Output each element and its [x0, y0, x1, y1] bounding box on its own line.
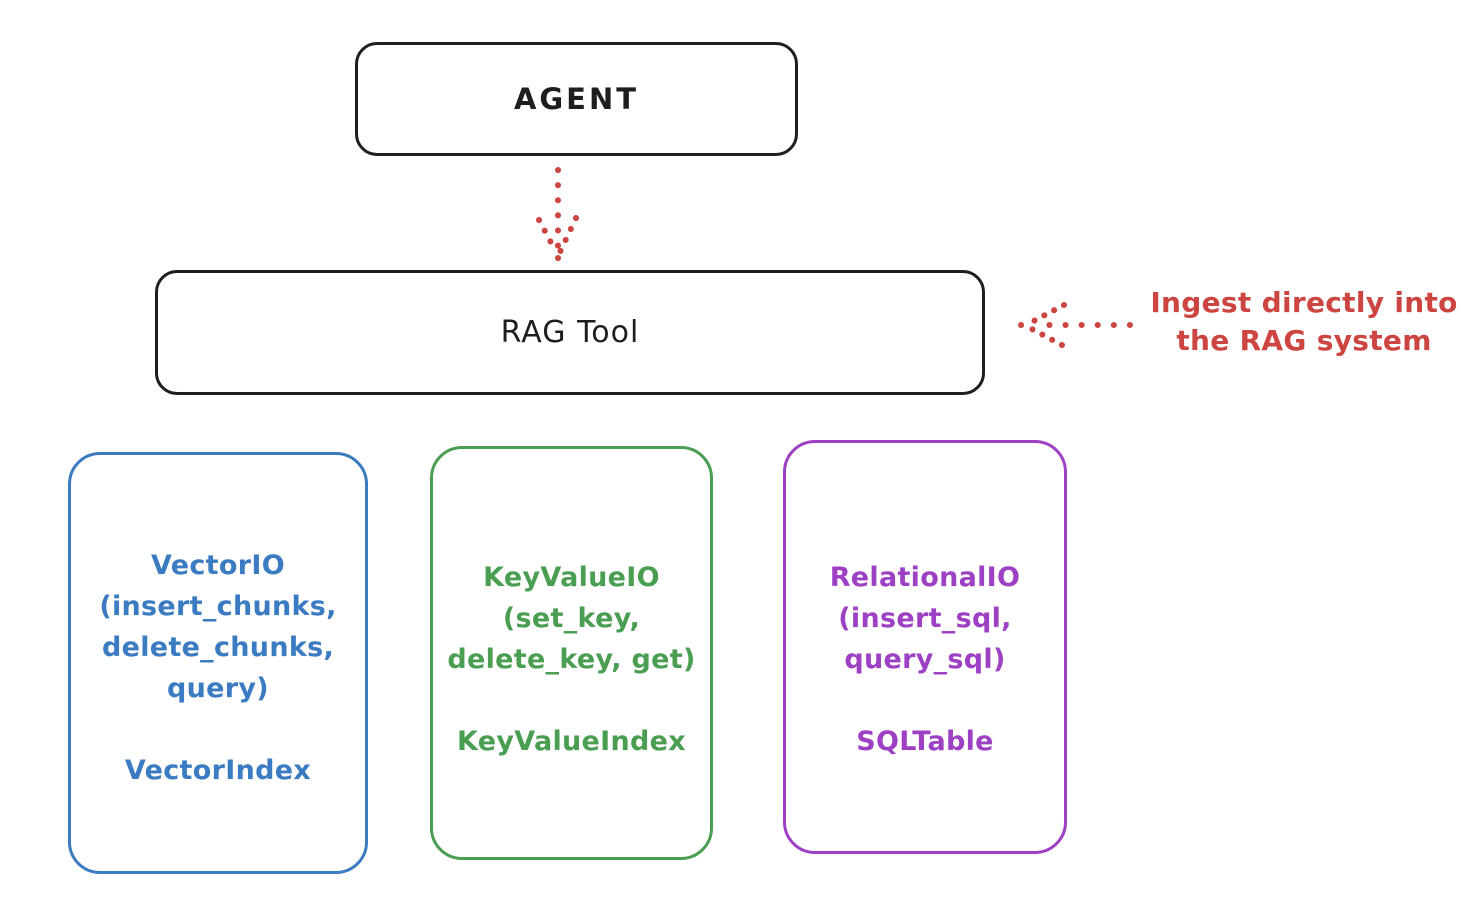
vector-io-signature: VectorIO (insert_chunks, delete_chunks, … — [99, 550, 337, 704]
card-keyvalue-io: KeyValueIO (set_key, delete_key, get) Ke… — [430, 446, 713, 860]
agent-node: AGENT — [355, 42, 798, 156]
agent-to-rag-tool-arrow — [536, 167, 579, 262]
keyvalue-io-signature: KeyValueIO (set_key, delete_key, get) — [447, 562, 696, 675]
agent-node-label: AGENT — [513, 82, 640, 116]
relational-io-signature: RelationalIO (insert_sql, query_sql) — [829, 562, 1021, 675]
keyvalue-index-label: KeyValueIndex — [456, 726, 686, 757]
ingest-annotation-line1: Ingest directly into — [1150, 286, 1458, 319]
ingest-annotation-line2: the RAG system — [1176, 324, 1432, 357]
ingest-arrow — [1018, 302, 1133, 348]
rag-tool-node: RAG Tool — [155, 270, 985, 395]
sql-table-label: SQLTable — [856, 726, 994, 757]
vector-index-label: VectorIndex — [124, 755, 312, 786]
card-vector-io: VectorIO (insert_chunks, delete_chunks, … — [68, 452, 368, 874]
rag-tool-node-label: RAG Tool — [500, 315, 640, 350]
ingest-annotation: Ingest directly into the RAG system — [1128, 284, 1480, 360]
card-relational-io: RelationalIO (insert_sql, query_sql) SQL… — [783, 440, 1067, 854]
